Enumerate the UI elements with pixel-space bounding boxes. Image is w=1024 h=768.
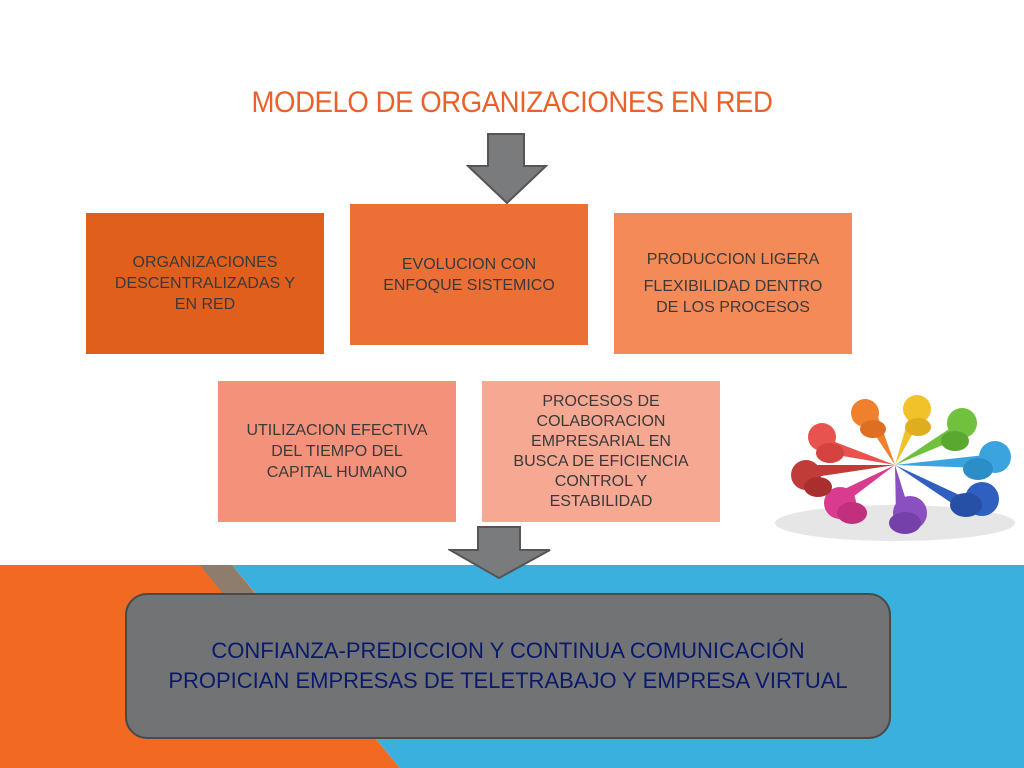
down-arrow-top (466, 133, 548, 205)
box-enfoque-sistemico: EVOLUCION CON ENFOQUE SISTEMICO (350, 204, 588, 345)
box-descentralizadas: ORGANIZACIONES DESCENTRALIZADAS Y EN RED (86, 213, 324, 354)
box-capital-humano: UTILIZACION EFECTIVA DEL TIEMPO DEL CAPI… (218, 381, 456, 522)
box-produccion-ligera: PRODUCCION LIGERA FLEXIBILIDAD DENTRO DE… (614, 213, 852, 354)
conclusion-line-2: PROPICIAN EMPRESAS DE TELETRABAJO Y EMPR… (168, 668, 848, 693)
conclusion-line-1: CONFIANZA-PREDICCION Y CONTINUA COMUNICA… (211, 638, 805, 663)
down-arrow-bottom (448, 526, 551, 580)
people-circle-icon (791, 395, 1011, 534)
box-colaboracion: PROCESOS DE COLABORACION EMPRESARIAL EN … (482, 381, 720, 522)
teamwork-people-illustration (775, 395, 1015, 541)
conclusion-box: CONFIANZA-PREDICCION Y CONTINUA COMUNICA… (125, 593, 891, 739)
slide-title: MODELO DE ORGANIZACIONES EN RED (251, 86, 773, 119)
